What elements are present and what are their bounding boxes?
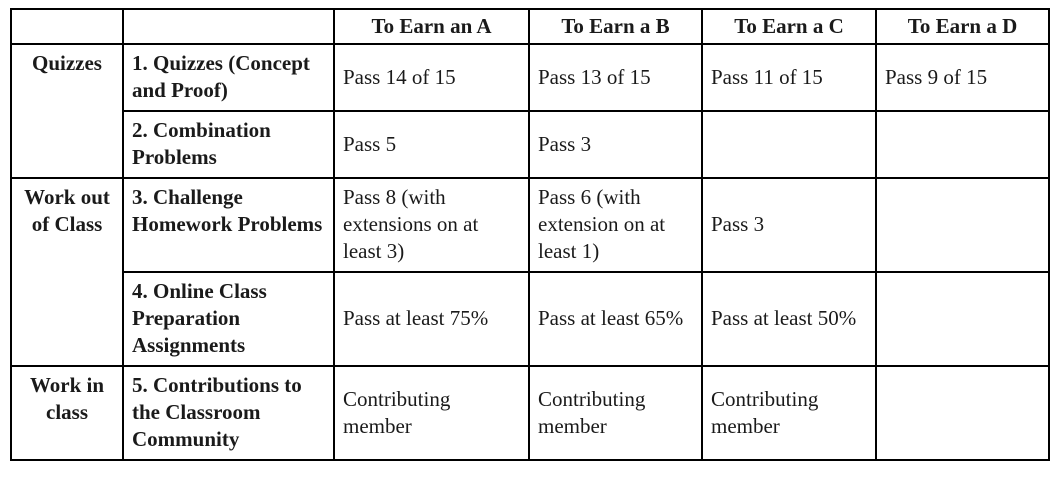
criteria-cell-1-b: Pass 13 of 15: [528, 43, 703, 112]
table-header-row: To Earn an A To Earn a B To Earn a C To …: [10, 8, 1050, 45]
table-row: Work out of Class 3. Challenge Homework …: [10, 177, 1050, 367]
table-row: 4. Online Class Preparation Assignments …: [11, 271, 1050, 367]
category-cell-work-in-class: Work in class: [10, 365, 124, 461]
criteria-cell-4-b: Pass at least 65%: [528, 271, 703, 367]
criteria-cell-5-d: [875, 365, 1050, 461]
criteria-cell-1-d: Pass 9 of 15: [875, 43, 1050, 112]
header-cell-grade-a: To Earn an A: [333, 8, 530, 45]
table-row: Work in class 5. Contributions to the Cl…: [10, 365, 1050, 461]
header-cell-grade-c: To Earn a C: [701, 8, 877, 45]
header-cell-task: [122, 8, 335, 45]
criteria-cell-3-d: [875, 177, 1050, 273]
task-cell-5: 5. Contributions to the Classroom Commun…: [122, 365, 335, 461]
criteria-cell-4-c: Pass at least 50%: [701, 271, 877, 367]
criteria-cell-2-d: [875, 110, 1050, 179]
criteria-cell-3-a: Pass 8 (with extensions on at least 3): [333, 177, 530, 273]
criteria-cell-2-c: [701, 110, 877, 179]
task-cell-4: 4. Online Class Preparation Assignments: [122, 271, 335, 367]
criteria-cell-5-b: Contributing member: [528, 365, 703, 461]
criteria-cell-1-c: Pass 11 of 15: [701, 43, 877, 112]
criteria-cell-3-b: Pass 6 (with extension on at least 1): [528, 177, 703, 273]
criteria-cell-1-a: Pass 14 of 15: [333, 43, 530, 112]
category-cell-work-out-of-class: Work out of Class: [10, 177, 124, 367]
criteria-cell-2-b: Pass 3: [528, 110, 703, 179]
table-row: Quizzes 1. Quizzes (Concept and Proof) P…: [10, 43, 1050, 179]
header-cell-grade-d: To Earn a D: [875, 8, 1050, 45]
task-cell-1: 1. Quizzes (Concept and Proof): [122, 43, 335, 112]
header-cell-category: [10, 8, 124, 45]
header-cell-grade-b: To Earn a B: [528, 8, 703, 45]
criteria-cell-3-c: Pass 3: [701, 177, 877, 273]
grading-criteria-table: To Earn an A To Earn a B To Earn a C To …: [10, 8, 1050, 461]
criteria-cell-5-c: Contributing member: [701, 365, 877, 461]
table-row: 2. Combination Problems Pass 5 Pass 3: [11, 110, 1050, 179]
task-cell-3: 3. Challenge Homework Problems: [122, 177, 335, 273]
task-cell-2: 2. Combination Problems: [122, 110, 335, 179]
criteria-cell-2-a: Pass 5: [333, 110, 530, 179]
criteria-cell-4-a: Pass at least 75%: [333, 271, 530, 367]
category-cell-quizzes: Quizzes: [10, 43, 124, 179]
criteria-cell-5-a: Contributing member: [333, 365, 530, 461]
criteria-cell-4-d: [875, 271, 1050, 367]
